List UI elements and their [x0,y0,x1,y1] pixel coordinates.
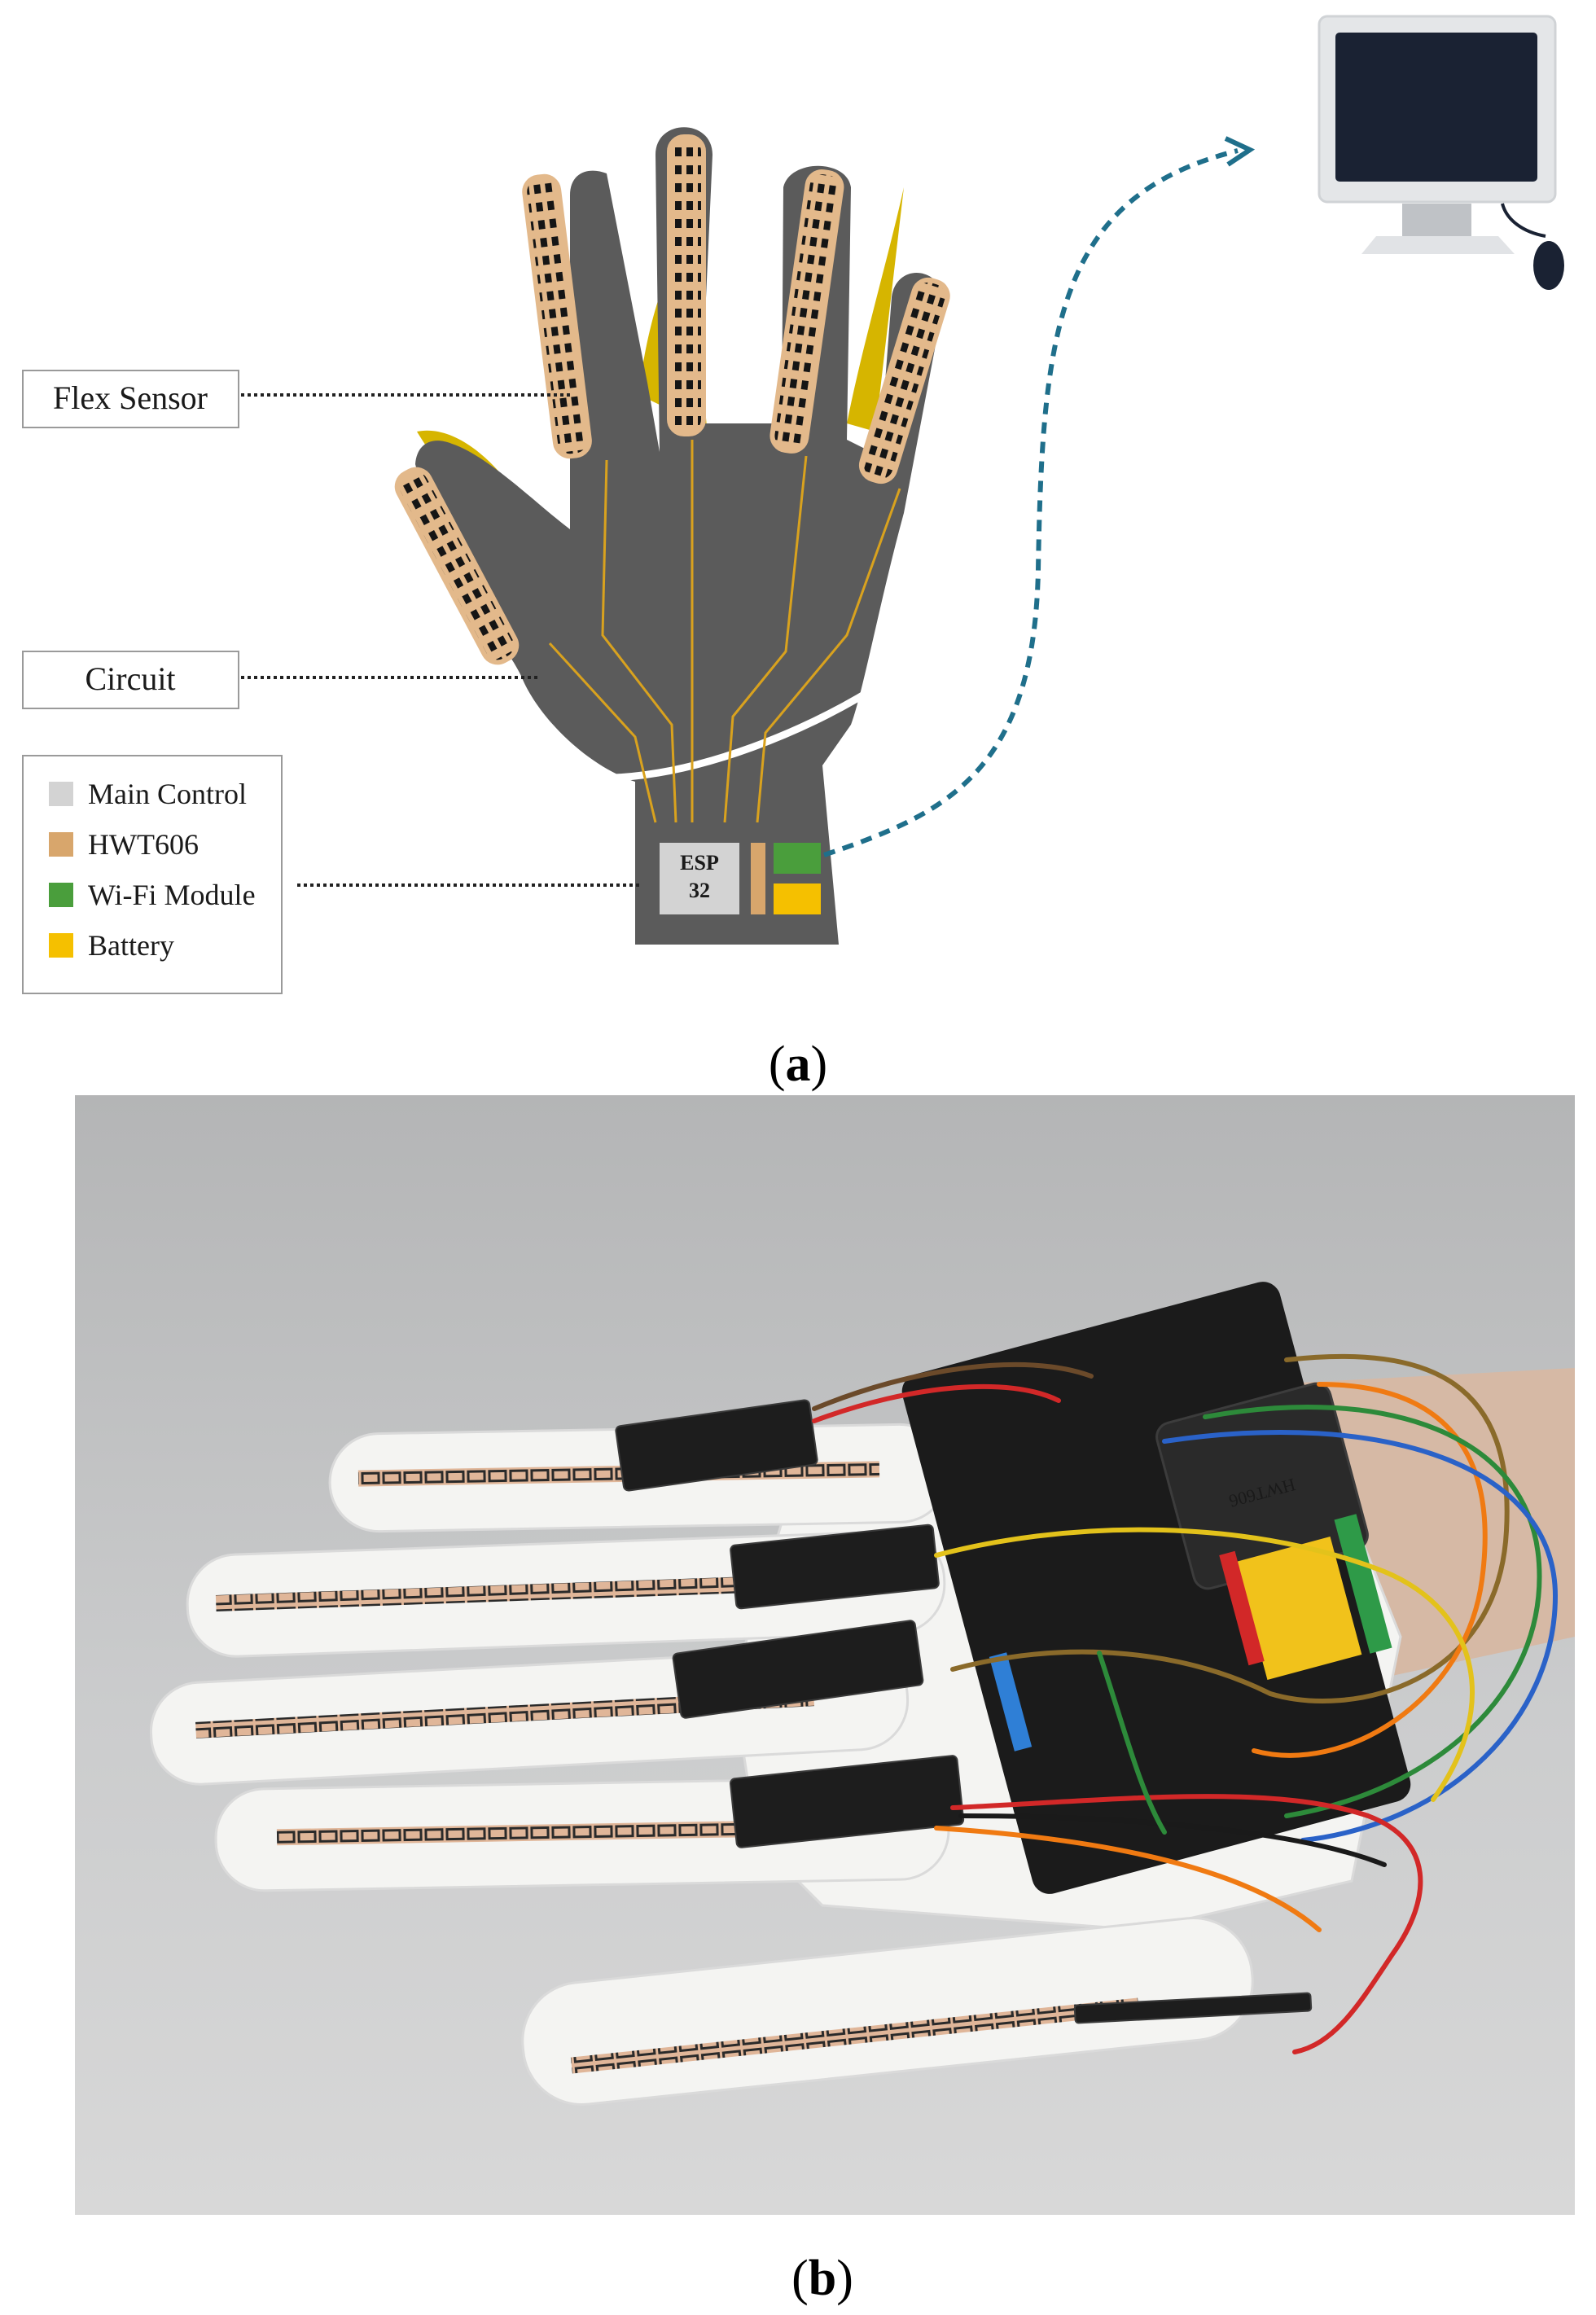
flex-sensor-little [858,277,950,484]
wrist-band [611,676,892,782]
wifi-module-block [774,843,821,874]
legend-swatch [49,933,73,958]
monitor-base [1361,236,1515,254]
legend-swatch [49,782,73,806]
panel-b-photo: HWT606 [75,1095,1575,2215]
mouse-icon [1533,241,1564,290]
callout-circuit: Circuit [22,651,539,709]
chip-label-line1: ESP [680,851,719,875]
panel-a: ESP 32 Flex Sensor Circuit [22,15,1564,1092]
header-red [1219,1550,1265,1666]
main-board: HWT606 [901,1282,1411,1894]
header-blue [989,1652,1033,1752]
panel-b-caption: (b) [791,2251,853,2306]
legend-label: Main Control [88,778,247,810]
flex-sensor-ring [770,169,844,454]
main-control-chip [660,843,739,914]
legend-label: Wi-Fi Module [88,879,256,911]
flex-sensor-middle [667,134,706,436]
circuit-traces [548,440,901,823]
header-yellow [1235,1537,1362,1680]
legend-swatch [49,883,73,907]
glove-edge [847,187,904,432]
callout-flex-sensor-label: Flex Sensor [53,379,208,416]
header-green [1334,1514,1392,1654]
flex-sensor-thumb [394,467,520,665]
mouse-cable [1501,203,1546,238]
sensor-boards [615,1399,1313,2024]
legend-swatch [49,832,73,857]
flex-sensor-index [522,173,592,459]
wireless-link [823,148,1239,857]
callout-circuit-label: Circuit [85,660,175,697]
monitor-neck [1402,204,1471,236]
legend-label: Battery [88,929,174,962]
ribbon-wires [812,1353,1559,2054]
flex-sensors [394,134,950,665]
battery-block [774,883,821,914]
panel-a-caption: (a) [769,1037,827,1092]
callout-flex-sensor: Flex Sensor [22,370,570,428]
monitor-screen [1335,33,1537,182]
link-arrowhead [1224,136,1256,167]
photo-flex-sensors [195,1461,1140,2074]
legend-label: HWT606 [88,828,199,861]
computer-icon [1318,15,1564,290]
control-module: ESP 32 [660,843,821,914]
chip-label-line2: 32 [689,879,710,902]
hwt606-block [751,843,765,914]
